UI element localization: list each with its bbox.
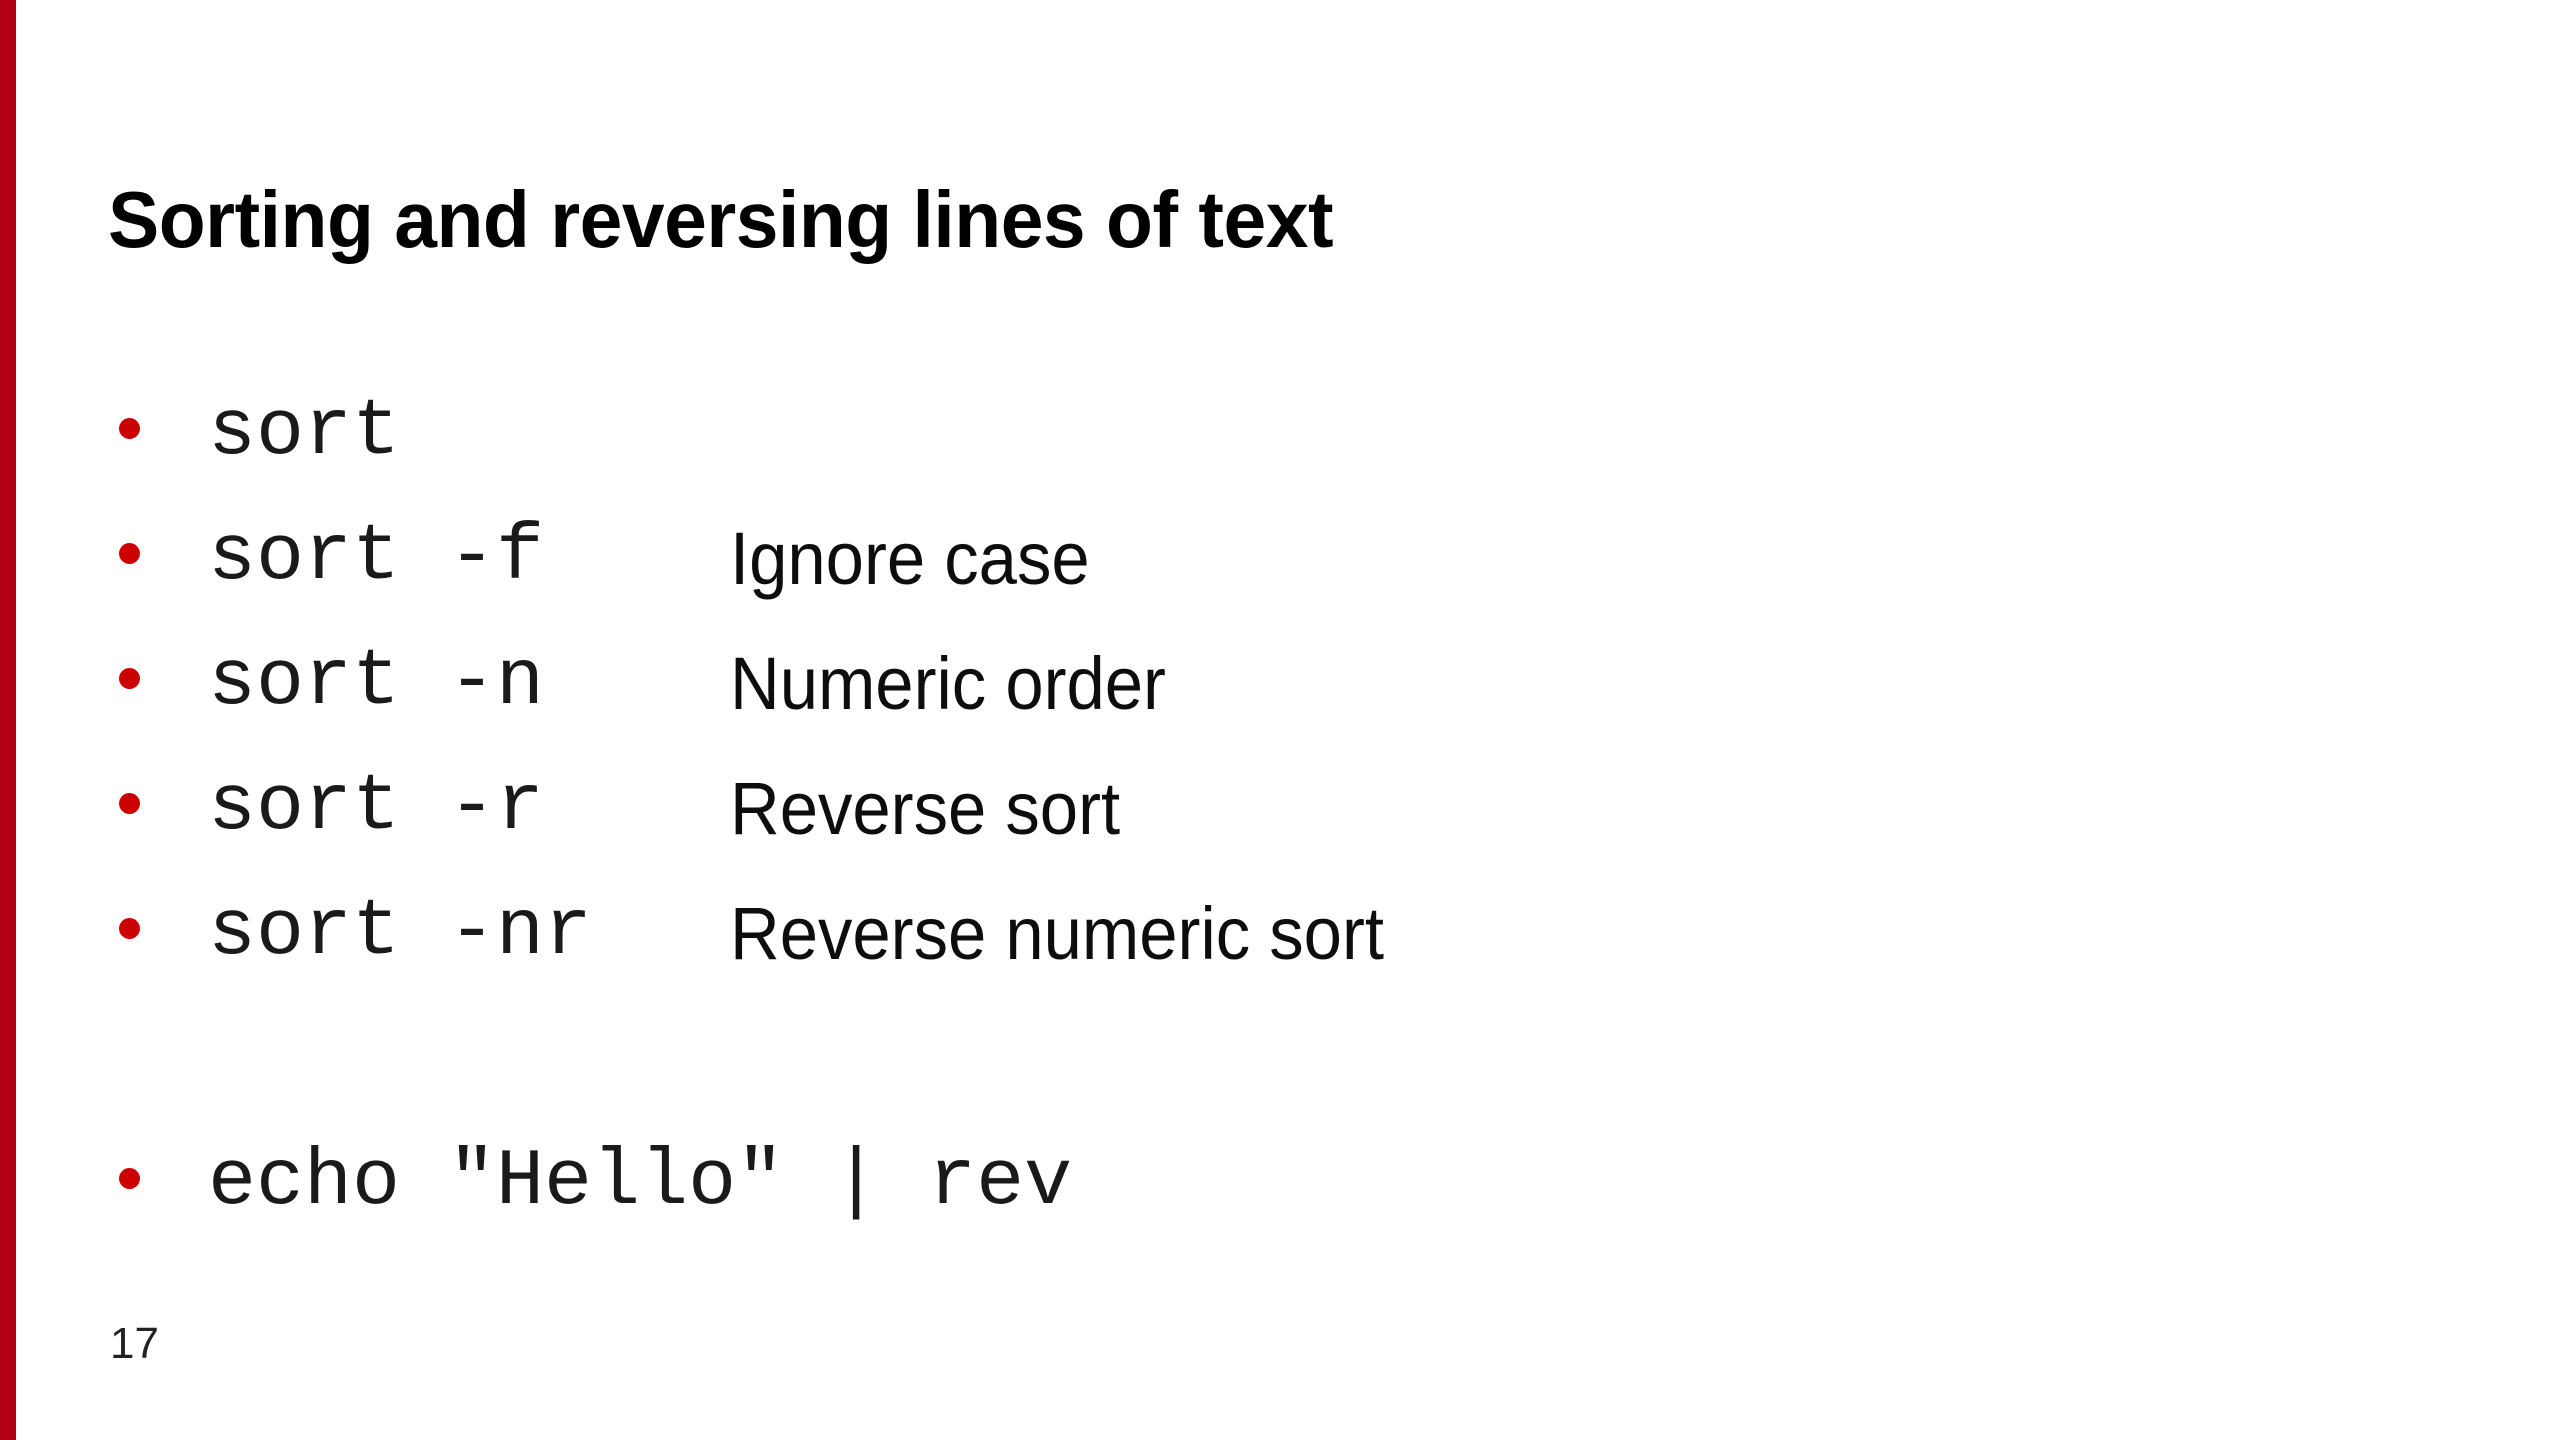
command-description: Ignore case xyxy=(730,517,1090,600)
list-item: sort -r Reverse sort xyxy=(0,760,2560,885)
blank-spacer-row xyxy=(0,1010,2560,1135)
page-title: Sorting and reversing lines of text xyxy=(108,175,1334,264)
command-description: Reverse sort xyxy=(730,767,1121,850)
command-description: Numeric order xyxy=(730,642,1166,725)
command-text: sort -r xyxy=(208,762,545,853)
page-number: 17 xyxy=(110,1319,159,1368)
list-item: sort -n Numeric order xyxy=(0,635,2560,760)
bullet-dot-icon xyxy=(119,1168,140,1189)
list-item: sort -f Ignore case xyxy=(0,510,2560,635)
command-text: sort xyxy=(208,387,401,478)
command-text: echo "Hello" | rev xyxy=(208,1137,1073,1228)
command-text: sort -nr xyxy=(208,887,593,978)
command-text: sort -n xyxy=(208,637,545,728)
list-item: sort xyxy=(0,385,2560,510)
bullet-list: sort sort -f Ignore case sort -n Numeric… xyxy=(0,385,2560,1260)
bullet-dot-icon xyxy=(119,668,140,689)
bullet-dot-icon xyxy=(119,543,140,564)
bullet-dot-icon xyxy=(119,918,140,939)
bullet-dot-icon xyxy=(119,793,140,814)
left-accent-bar xyxy=(0,0,16,1440)
bullet-dot-icon xyxy=(119,418,140,439)
list-item: sort -nr Reverse numeric sort xyxy=(0,885,2560,1010)
list-item: echo "Hello" | rev xyxy=(0,1135,2560,1260)
command-description: Reverse numeric sort xyxy=(730,892,1384,975)
command-text: sort -f xyxy=(208,512,545,603)
